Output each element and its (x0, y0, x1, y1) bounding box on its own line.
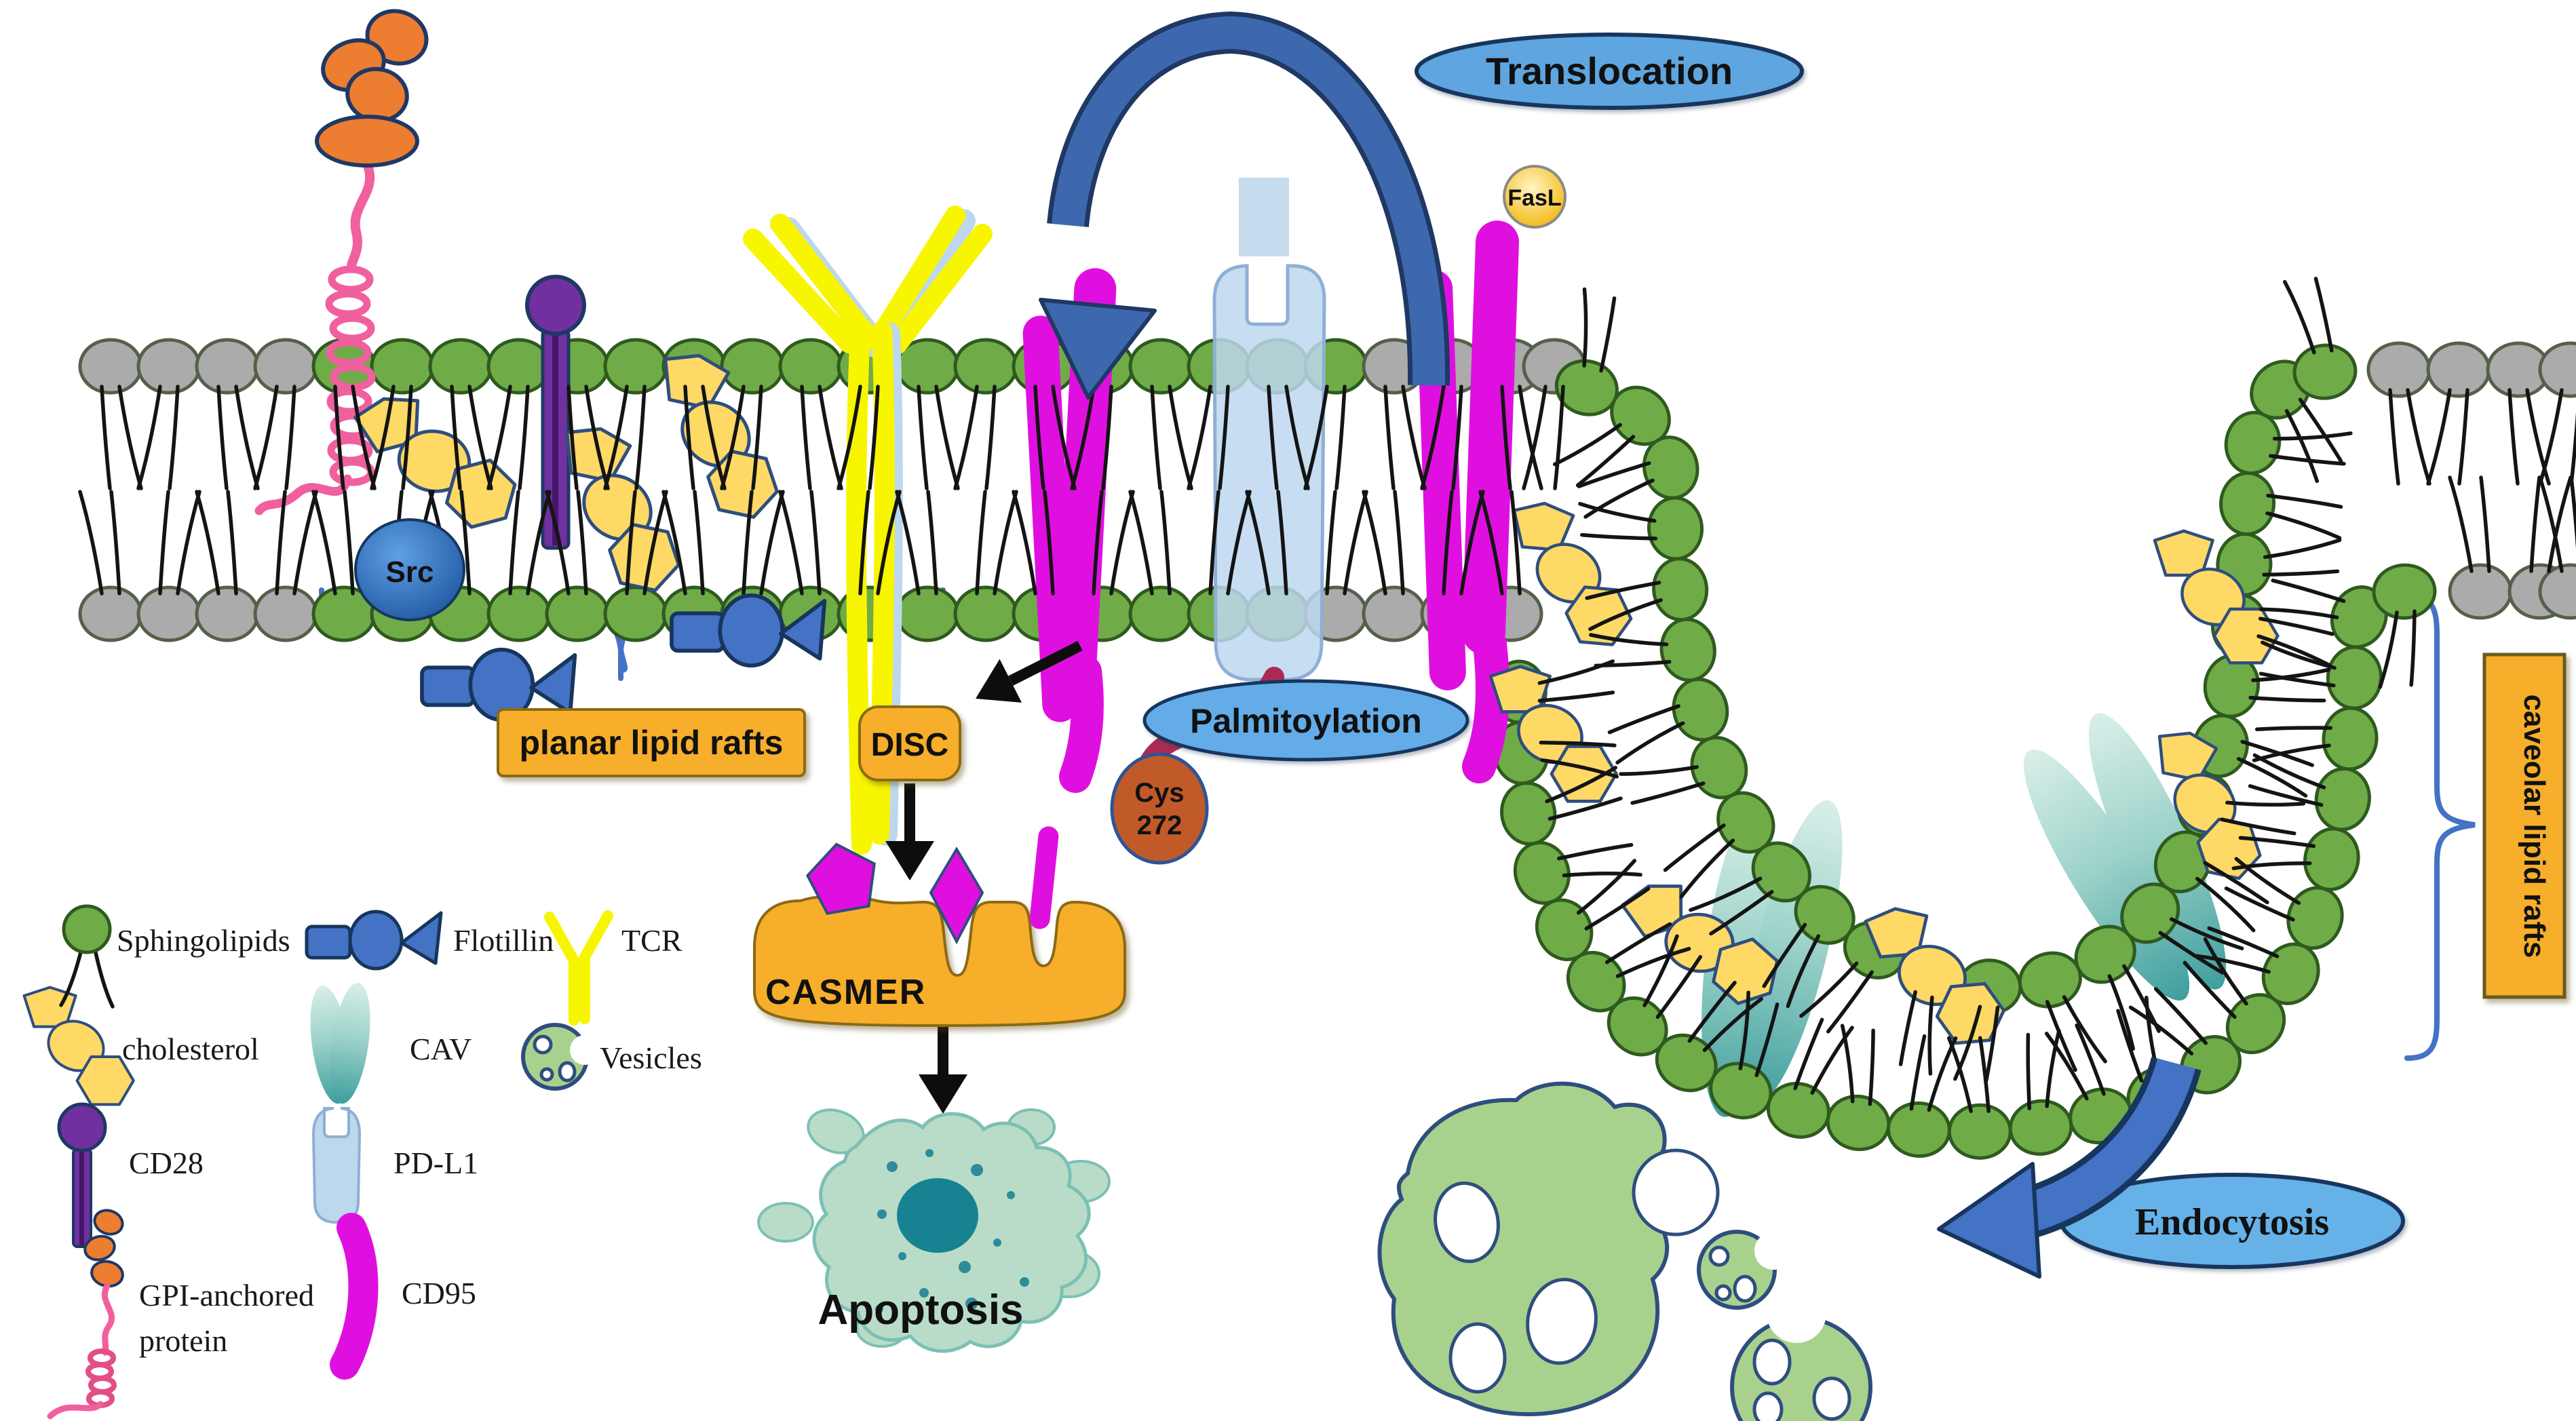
cys272-label-2: 272 (1137, 811, 1183, 840)
apoptosis-label: Apoptosis (818, 1287, 1023, 1334)
palmitoyl-tail: Cys 272 (1110, 667, 1284, 865)
disc-label: DISC (871, 727, 949, 763)
planar-rafts-label: planar lipid rafts (520, 724, 784, 762)
legend-label-gpi-1: GPI-anchored (139, 1278, 314, 1312)
flotillin-icon (305, 910, 443, 971)
casmer-label: CASMER (765, 973, 926, 1012)
fasl-ligand: FasL (1503, 165, 1566, 229)
disc-box: DISC (858, 705, 961, 781)
cd95-icon (330, 1213, 379, 1380)
pdl1-ligand-fragment (1239, 178, 1289, 256)
flotillin-icon-2 (670, 593, 827, 668)
casmer-platform: CASMER (753, 826, 1126, 1028)
cholesterol-clusters (22, 353, 2280, 1106)
cd28-receptor (525, 275, 586, 550)
sphingolipids-icon (59, 904, 115, 1009)
legend-label-cav: CAV (410, 1032, 472, 1066)
cd28-icon (57, 1102, 107, 1248)
cholesterol-cluster (1488, 665, 1618, 803)
legend: Sphingolipids Flotillin TCR cholesterol … (47, 904, 702, 1420)
cholesterol-cluster (22, 986, 135, 1106)
cys272-node (1110, 752, 1209, 865)
casmer-bound-receptors (805, 826, 1059, 945)
legend-label-sphingolipids: Sphingolipids (117, 923, 290, 958)
tcr-icon (544, 910, 613, 1026)
fasl-label: FasL (1507, 185, 1561, 211)
legend-label-tcr: TCR (621, 923, 683, 958)
caveolar-rafts-label: caveolar lipid rafts (2518, 695, 2551, 958)
cholesterol-cluster (1512, 501, 1633, 646)
caveolar-rafts-box: caveolar lipid rafts (2482, 653, 2567, 999)
legend-label-cholesterol: cholesterol (122, 1032, 259, 1066)
cav-icon (310, 982, 370, 1104)
caveolar-rafts-brace (2404, 593, 2476, 1061)
legend-label-pdl1: PD-L1 (393, 1146, 478, 1180)
legend-label-gpi-2: protein (139, 1323, 227, 1358)
apoptotic-cell: Apoptosis (757, 1108, 1111, 1353)
endosome-vesicles (1377, 1081, 1872, 1421)
cell-speckles (875, 1149, 1029, 1313)
endocytosis-label: Endocytosis (2135, 1201, 2329, 1243)
gpi-icon (47, 1209, 124, 1420)
cys272-label-1: Cys (1134, 778, 1184, 808)
cell-nucleus (897, 1178, 978, 1253)
pdl1-protein (1212, 178, 1326, 682)
legend-label-cd28: CD28 (129, 1146, 204, 1180)
vesicles-icon (521, 1023, 600, 1091)
gpi-coil (325, 265, 376, 486)
translocation-badge: Translocation (1415, 33, 1804, 110)
palmitoylation-label: Palmitoylation (1190, 702, 1422, 740)
src-kinase: Src (354, 518, 465, 621)
planar-rafts-box: planar lipid rafts (497, 708, 806, 777)
legend-label-flotillin: Flotillin (453, 923, 554, 958)
legend-label-vesicles: Vesicles (600, 1040, 702, 1075)
translocation-arrow (1039, 11, 1450, 400)
pdl1-icon (311, 1107, 362, 1224)
palmitoylation-badge: Palmitoylation (1142, 679, 1469, 762)
flow-arrows (885, 640, 1083, 1114)
cholesterol-cluster (1864, 907, 2005, 1045)
lipid-tails (78, 277, 2576, 1113)
src-label: Src (386, 556, 434, 589)
legend-label-cd95: CD95 (402, 1276, 476, 1310)
endocytosis-arrow (1937, 1056, 2202, 1279)
translocation-label: Translocation (1486, 50, 1733, 92)
gpi-anchored-protein (254, 9, 429, 515)
